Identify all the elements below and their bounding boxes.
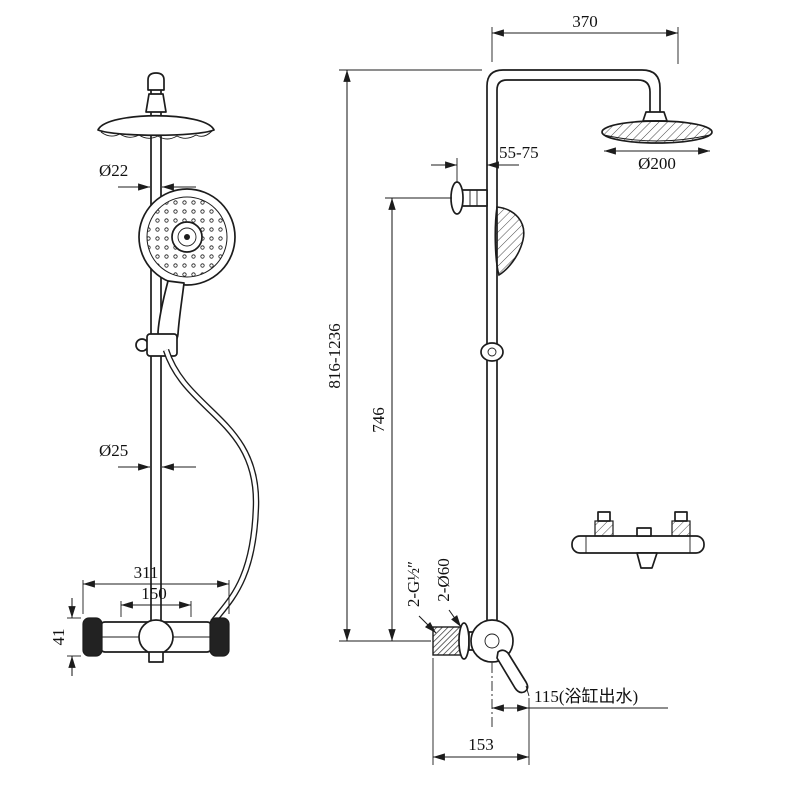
valve-right-knob	[209, 617, 230, 657]
valve-left-knob	[82, 617, 103, 657]
dim-label-thread: 2-G½″	[404, 561, 423, 607]
dim-arm-length: 370	[491, 12, 679, 64]
dim-label-height-range: 816-1236	[325, 323, 344, 388]
dim-label-riser-height: 746	[369, 407, 388, 433]
wall-bracket-side	[450, 181, 488, 215]
dim-label-spout: 115(浴缸出水)	[534, 686, 638, 706]
dim-wall-clearance: 55-75	[431, 143, 539, 182]
dim-label-pipe-top: Ø22	[99, 161, 128, 180]
mixer-valve-front	[82, 617, 230, 663]
wall-fitting	[432, 626, 462, 656]
dim-label-escutcheon: 2-Ø60	[434, 558, 453, 601]
dim-label-arm-length: 370	[572, 12, 598, 31]
side-view: Ø200 370 55-75	[325, 12, 713, 765]
front-view: Ø22 Ø25	[49, 72, 260, 676]
dim-label-inlet-spacing: 150	[141, 584, 167, 603]
label-escutcheon: 2-Ø60	[434, 558, 462, 628]
dim-riser-height: 746	[369, 197, 452, 641]
mixer-valve-side	[432, 619, 530, 727]
dim-valve-height: 41	[49, 598, 81, 676]
top-view-fitting-left	[594, 511, 614, 537]
valve-center-boss	[138, 619, 174, 655]
dim-pipe-diameter: Ø25	[99, 441, 196, 471]
dim-inlet-spacing: 150	[120, 584, 192, 617]
dim-label-valve-depth: 153	[468, 735, 494, 754]
dim-label-valve-width: 311	[134, 563, 159, 582]
pipe-top-cap	[147, 72, 165, 91]
dim-label-wall-clearance: 55-75	[499, 143, 539, 162]
dim-label-head-diameter: Ø200	[638, 154, 676, 173]
dim-head-diameter: Ø200	[604, 147, 710, 173]
top-view-fitting-right	[671, 511, 691, 537]
riser-pipe-side	[486, 69, 661, 623]
hand-shower-front	[138, 188, 236, 344]
rain-head-front	[97, 93, 215, 140]
top-view-handle	[636, 552, 658, 569]
valve-lever	[496, 649, 529, 694]
slider-ring-side	[480, 342, 504, 362]
label-thread-spec: 2-G½″	[404, 561, 437, 634]
dim-label-pipe: Ø25	[99, 441, 128, 460]
dim-label-valve-height: 41	[49, 629, 68, 646]
valve-top-view	[571, 511, 705, 569]
hand-shower-side	[494, 206, 525, 277]
rain-head-side	[601, 111, 713, 144]
slider-bracket-front	[135, 333, 178, 357]
dim-valve-width: 311	[82, 563, 230, 614]
escutcheon-disc	[458, 622, 470, 660]
dim-pipe-top-diameter: Ø22	[99, 161, 196, 191]
dim-valve-depth: 153	[432, 658, 529, 765]
valve-outlet	[148, 651, 164, 663]
dim-height-range: 816-1236	[325, 69, 482, 642]
top-view-center-port	[636, 527, 652, 537]
dim-spout: 115(浴缸出水)	[492, 686, 668, 765]
shower-hose	[162, 348, 260, 624]
